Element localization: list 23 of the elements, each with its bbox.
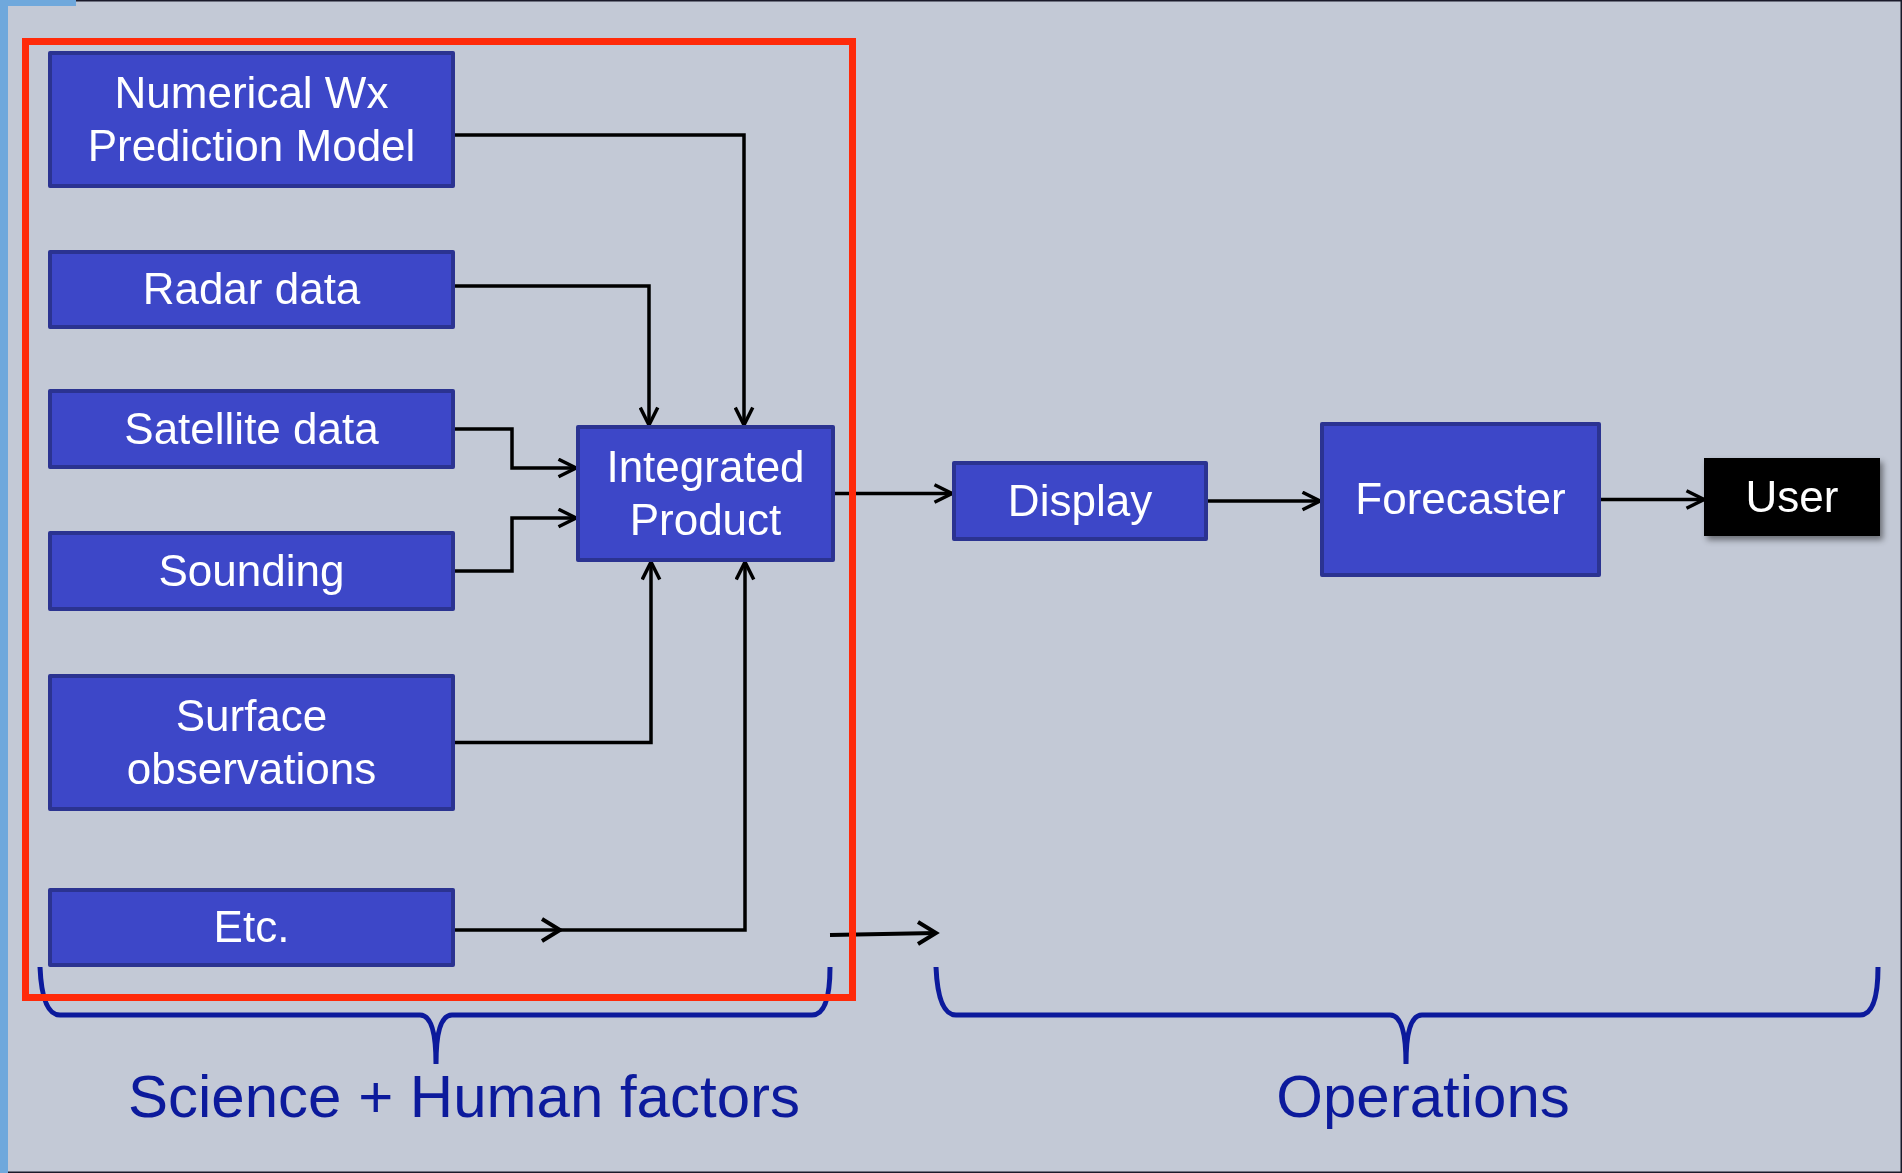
process-box bbox=[576, 425, 835, 562]
process-box bbox=[48, 51, 455, 188]
node-text: Display bbox=[1006, 474, 1154, 527]
process-box bbox=[48, 389, 455, 469]
node-text: Integrated Product bbox=[605, 440, 806, 546]
node-text: User bbox=[1744, 470, 1840, 523]
process-box bbox=[952, 461, 1208, 541]
process-box bbox=[48, 888, 455, 967]
process-box bbox=[48, 531, 455, 611]
node-text: Forecaster bbox=[1354, 473, 1567, 526]
node-text: Sounding bbox=[157, 544, 346, 597]
process-box bbox=[48, 250, 455, 329]
highlight-frame bbox=[22, 38, 856, 1001]
node-text: Radar data bbox=[141, 263, 362, 316]
user-box bbox=[1704, 458, 1880, 536]
group-label: Operations bbox=[1276, 1062, 1570, 1131]
node-text: Surface observations bbox=[125, 689, 378, 795]
node-text: Etc. bbox=[212, 901, 291, 954]
process-box bbox=[1320, 422, 1601, 577]
group-label: Science + Human factors bbox=[128, 1062, 800, 1131]
node-text: Numerical Wx Prediction Model bbox=[86, 66, 417, 172]
node-text: Satellite data bbox=[123, 402, 380, 455]
process-box bbox=[48, 674, 455, 811]
